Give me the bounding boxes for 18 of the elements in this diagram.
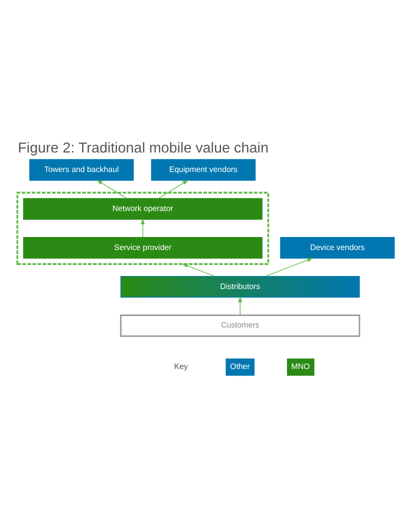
- legend-label: Other: [230, 362, 250, 372]
- arrow: [140, 218, 145, 238]
- arrow: [96, 180, 128, 199]
- cluster: [16, 192, 270, 265]
- diagram-title: Figure 2: Traditional mobile value chain: [18, 140, 268, 156]
- node-box: Network operator: [23, 198, 262, 220]
- node-box: Device vendors: [280, 237, 395, 259]
- node-box: Distributors: [120, 276, 360, 298]
- node-box: Equipment vendors: [151, 159, 256, 181]
- arrow: [238, 296, 242, 316]
- node-box: Customers: [120, 314, 360, 337]
- arrow: [265, 258, 313, 277]
- node-box: Service provider: [23, 237, 262, 259]
- label: Key: [174, 362, 188, 372]
- node-box: Towers and backhaul: [29, 159, 134, 181]
- arrow: [158, 180, 188, 199]
- arrow: [182, 264, 216, 277]
- legend-label: MNO: [291, 362, 310, 372]
